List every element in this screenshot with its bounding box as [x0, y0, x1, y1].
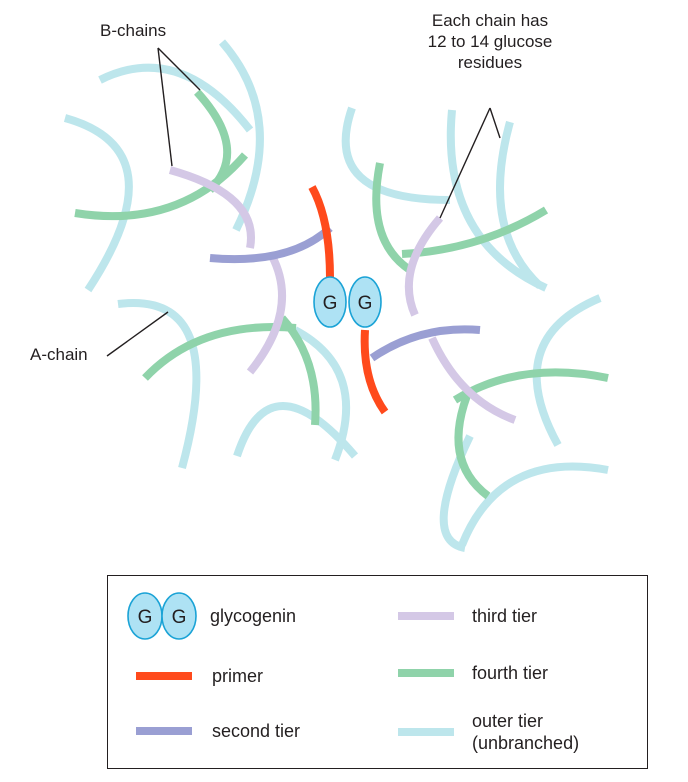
third-chain: [246, 254, 286, 375]
fourth-chain: [279, 315, 320, 426]
third-chain: [404, 215, 444, 317]
legend-label: second tier: [212, 721, 301, 741]
outer-chain: [293, 326, 351, 462]
chain-length-note-line: residues: [457, 53, 523, 72]
legend-item-second-tier: second tier: [136, 711, 300, 751]
glycogenin-dimer: G G: [313, 276, 382, 328]
legend-label: (unbranched): [472, 733, 580, 753]
third-tier-swatch: [398, 612, 454, 620]
chain-length-note-line: Each chain has: [431, 11, 549, 30]
fourth-chain: [372, 162, 413, 274]
glycogenin-label: G: [358, 293, 373, 314]
outer-chain: [458, 462, 609, 547]
outer-tier-swatch: [398, 728, 454, 736]
fourth-chain: [454, 386, 491, 500]
a-chain-label: A-chain: [30, 345, 88, 364]
second-chain: [209, 225, 333, 264]
legend-label: glycogenin: [210, 606, 297, 626]
primer-chain: [308, 185, 334, 279]
b-chain-leader: [157, 47, 173, 167]
glycogen-structure-diagram: G G: [63, 39, 609, 552]
chain-length-note: Each chain has 12 to 14 glucose residues: [400, 10, 580, 73]
a-chain-leader: [106, 311, 169, 357]
primer-chain: [360, 329, 389, 415]
glycogenin-subunit: [348, 276, 382, 328]
outer-chain: [117, 299, 201, 470]
glycogenin-icon-label: G: [172, 607, 187, 628]
third-chain: [168, 166, 255, 249]
primer-chains: [308, 185, 389, 415]
outer-chain: [218, 39, 264, 232]
legend-item-primer: primer: [136, 656, 263, 696]
b-chains-label: B-chains: [100, 21, 167, 40]
glycogenin-icon: G G: [127, 592, 197, 640]
legend-item-third-tier: third tier: [398, 596, 537, 636]
second-tier-chains: [209, 225, 481, 362]
fourth-chain: [74, 152, 249, 221]
third-chain: [428, 336, 517, 424]
chain-length-note-line: 12 to 14 glucose: [427, 32, 553, 51]
leader-lines: [106, 47, 501, 357]
legend-label: outer tier: [472, 711, 544, 731]
outer-chain: [532, 294, 602, 447]
outer-chain: [233, 402, 359, 459]
legend-label: third tier: [472, 606, 538, 626]
outer-chain: [63, 114, 133, 293]
fourth-tier-swatch: [398, 669, 454, 677]
legend-item-outer-tier: outer tier (unbranched): [398, 704, 579, 760]
glycogenin-icon-label: G: [138, 607, 153, 628]
second-tier-swatch: [136, 727, 192, 735]
primer-swatch: [136, 672, 192, 680]
outer-chain: [98, 63, 254, 133]
second-chain: [369, 325, 481, 362]
legend-item-fourth-tier: fourth tier: [398, 653, 548, 693]
third-tier-chains: [168, 166, 517, 424]
outer-chain: [446, 109, 548, 292]
legend: G G glycogenin primer second tier third …: [107, 575, 648, 769]
legend-item-glycogenin: G G glycogenin: [126, 592, 297, 640]
each-chain-leader: [439, 107, 491, 219]
legend-label: primer: [212, 666, 264, 686]
glycogenin-subunit: [313, 276, 347, 328]
legend-label: fourth tier: [472, 663, 549, 683]
outer-chain: [341, 106, 451, 204]
each-chain-leader: [489, 107, 501, 139]
glycogenin-label: G: [323, 293, 338, 314]
b-chain-leader: [157, 47, 201, 91]
outer-chain: [496, 120, 543, 289]
